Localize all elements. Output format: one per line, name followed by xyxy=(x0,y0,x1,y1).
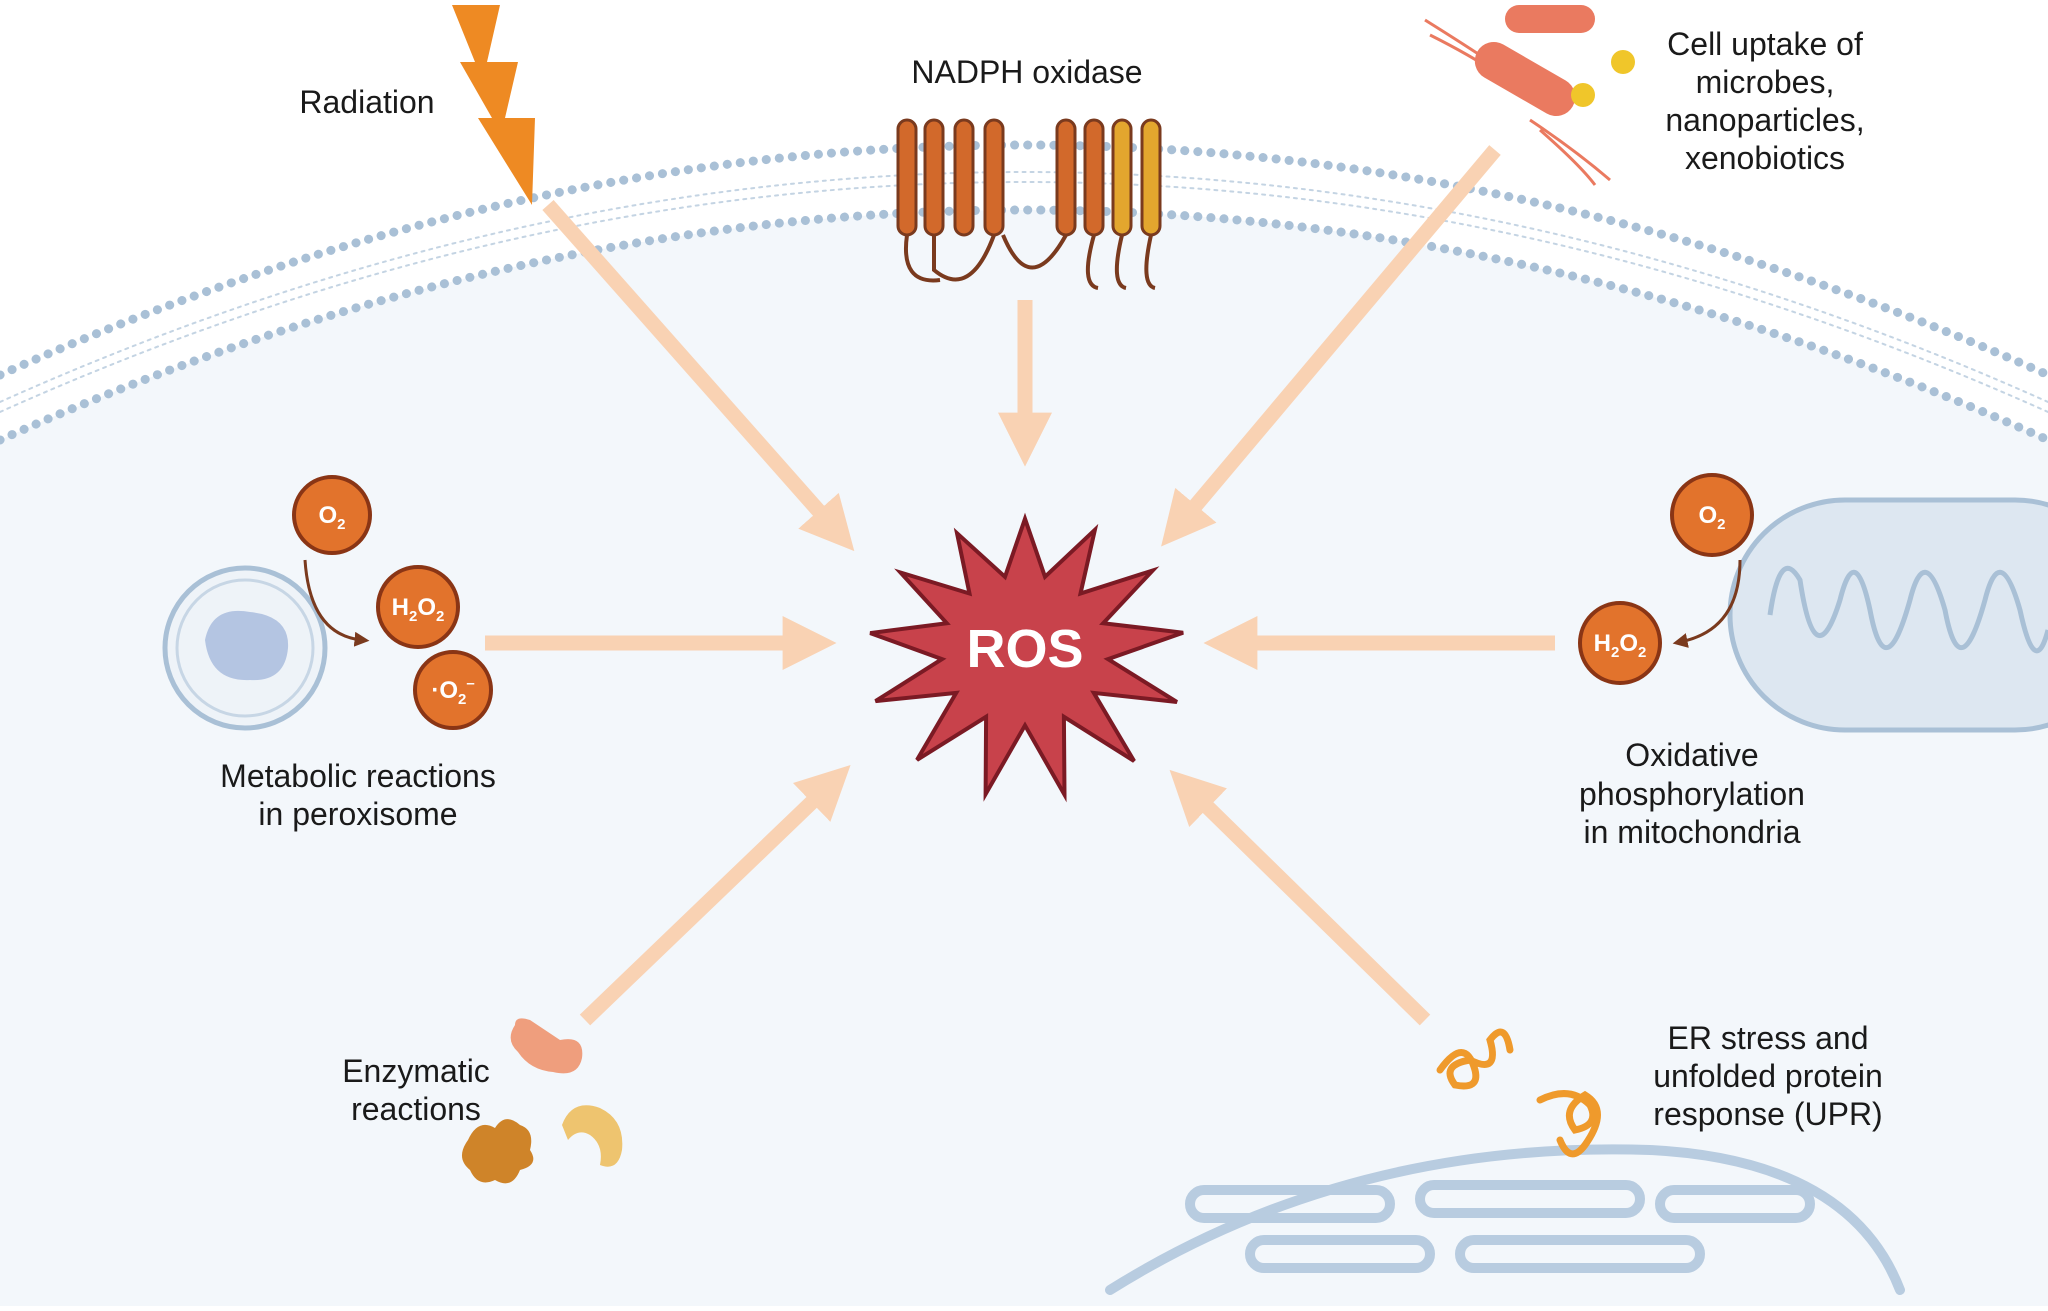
svg-text:microbes,: microbes, xyxy=(1696,64,1835,100)
arrows xyxy=(485,145,1555,1026)
svg-text:·O2–: ·O2– xyxy=(431,675,474,708)
reaction-arrow-right xyxy=(1672,559,1742,648)
bacterium-icon xyxy=(1424,5,1611,186)
er-stress-label: ER stress and unfolded protein response … xyxy=(1653,1020,1883,1132)
nanoparticle-icon xyxy=(1571,50,1635,107)
peroxisome xyxy=(162,565,328,731)
radiation-label: Radiation xyxy=(299,84,434,120)
svg-text:O2: O2 xyxy=(318,502,345,533)
svg-text:in mitochondria: in mitochondria xyxy=(1584,814,1801,850)
o2-molecule-right: O2 xyxy=(1670,473,1754,557)
svg-text:Cell uptake of: Cell uptake of xyxy=(1667,26,1863,62)
arrow-enzymatic xyxy=(579,765,851,1026)
svg-text:Enzymatic: Enzymatic xyxy=(342,1053,490,1089)
svg-text:phosphorylation: phosphorylation xyxy=(1579,776,1805,812)
reaction-arrow-left xyxy=(303,559,370,647)
enzymatic-label: Enzymatic reactions xyxy=(342,1053,490,1127)
svg-text:nanoparticles,: nanoparticles, xyxy=(1665,102,1864,138)
o2-molecule-left: O2 xyxy=(292,475,372,555)
svg-text:Metabolic reactions: Metabolic reactions xyxy=(220,758,496,794)
h2o2-molecule-left: H2O2 xyxy=(376,565,460,649)
cell-membrane xyxy=(0,140,2048,445)
mitochondria-label: Oxidative phosphorylation in mitochondri… xyxy=(1579,737,1805,850)
svg-text:H2O2: H2O2 xyxy=(1594,630,1647,661)
enzyme-icons xyxy=(461,1018,623,1184)
svg-text:reactions: reactions xyxy=(351,1091,481,1127)
svg-text:H2O2: H2O2 xyxy=(392,594,445,625)
svg-text:Oxidative: Oxidative xyxy=(1625,737,1758,773)
mitochondrion xyxy=(1727,497,2048,733)
superoxide-molecule: ·O2– xyxy=(413,650,493,730)
arrow-radiation xyxy=(542,200,855,552)
svg-text:ER stress and: ER stress and xyxy=(1668,1020,1869,1056)
nadph-label: NADPH oxidase xyxy=(911,54,1142,90)
arrow-er xyxy=(1169,769,1431,1026)
svg-text:xenobiotics: xenobiotics xyxy=(1685,140,1845,176)
svg-text:in peroxisome: in peroxisome xyxy=(258,796,457,832)
unfolded-protein-icons xyxy=(1436,1028,1601,1158)
ros-starburst: ROS xyxy=(869,512,1184,803)
svg-text:O2: O2 xyxy=(1698,502,1725,533)
arrow-uptake xyxy=(1161,145,1501,547)
lightning-bolt-icon xyxy=(452,5,535,205)
peroxisome-label: Metabolic reactions in peroxisome xyxy=(220,758,496,832)
uptake-label: Cell uptake of microbes, nanoparticles, … xyxy=(1665,26,1864,176)
svg-text:unfolded protein: unfolded protein xyxy=(1653,1058,1883,1094)
svg-text:response (UPR): response (UPR) xyxy=(1653,1096,1882,1132)
ros-label: ROS xyxy=(966,619,1083,679)
endoplasmic-reticulum xyxy=(1105,1144,1905,1295)
h2o2-molecule-right: H2O2 xyxy=(1578,601,1662,685)
nadph-oxidase-protein xyxy=(896,118,1162,290)
